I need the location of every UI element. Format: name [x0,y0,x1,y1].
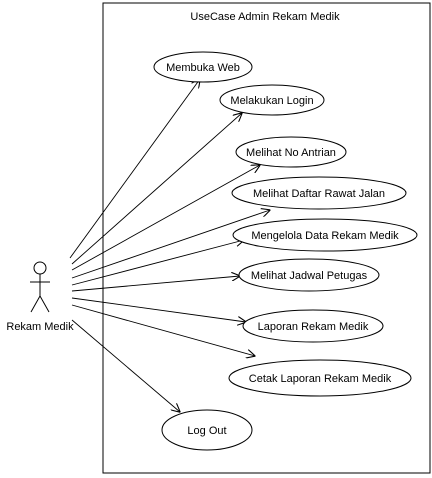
actor-left-leg [30,295,41,313]
use-case-ellipse [153,51,253,83]
use-case-ellipse [161,409,253,451]
use-case-laporan-rekam-medik: Laporan Rekam Medik [242,309,384,343]
association-log-out [71,319,180,412]
association-melihat-jadwal-petugas [71,276,240,292]
association-cetak-laporan-rekam-medik [71,304,255,356]
use-case-label: Mengelola Data Rekam Medik [251,230,399,242]
use-case-ellipse [231,176,407,210]
use-case-ellipse [228,359,412,397]
use-case-label: Melihat No Antrian [246,147,336,159]
use-case-ellipse [235,136,347,168]
use-case-ellipse [238,258,380,292]
use-case-mengelola-data-rekam-medik: Mengelola Data Rekam Medik [232,218,418,252]
actor-figure [30,261,50,313]
use-case-label: Cetak Laporan Rekam Medik [249,373,392,385]
association-laporan-rekam-medik [71,297,246,322]
association-melihat-daftar-rawat-jalan [71,210,270,279]
association-mengelola-data-rekam-medik [71,240,244,286]
use-case-membuka-web: Membuka Web [153,51,253,83]
use-case-label: Melihat Daftar Rawat Jalan [253,188,385,200]
actor-right-leg [39,295,50,313]
actor-label: Rekam Medik [6,321,74,333]
use-case-label: Log Out [187,425,226,437]
use-case-ellipse [242,309,384,343]
system-title: UseCase Admin Rekam Medik [190,11,340,23]
use-case-label: Laporan Rekam Medik [258,321,369,333]
association-melihat-no-antrian [71,165,260,271]
use-case-melakukan-login: Melakukan Login [219,84,325,116]
system-boundary [102,2,431,474]
use-case-melihat-daftar-rawat-jalan: Melihat Daftar Rawat Jalan [231,176,407,210]
use-case-melihat-no-antrian: Melihat No Antrian [235,136,347,168]
use-case-label: Melihat Jadwal Petugas [251,270,368,282]
use-case-log-out: Log Out [161,409,253,451]
associations [69,79,270,412]
use-case-ellipse [232,218,418,252]
association-melakukan-login [71,113,242,265]
use-case-cetak-laporan-rekam-medik: Cetak Laporan Rekam Medik [228,359,412,397]
actor-head [33,261,47,275]
use-case-label: Melakukan Login [230,95,313,107]
use-case-ellipse [219,84,325,116]
association-membuka-web [69,79,200,259]
use-case-melihat-jadwal-petugas: Melihat Jadwal Petugas [238,258,380,292]
use-case-label: Membuka Web [166,62,240,74]
